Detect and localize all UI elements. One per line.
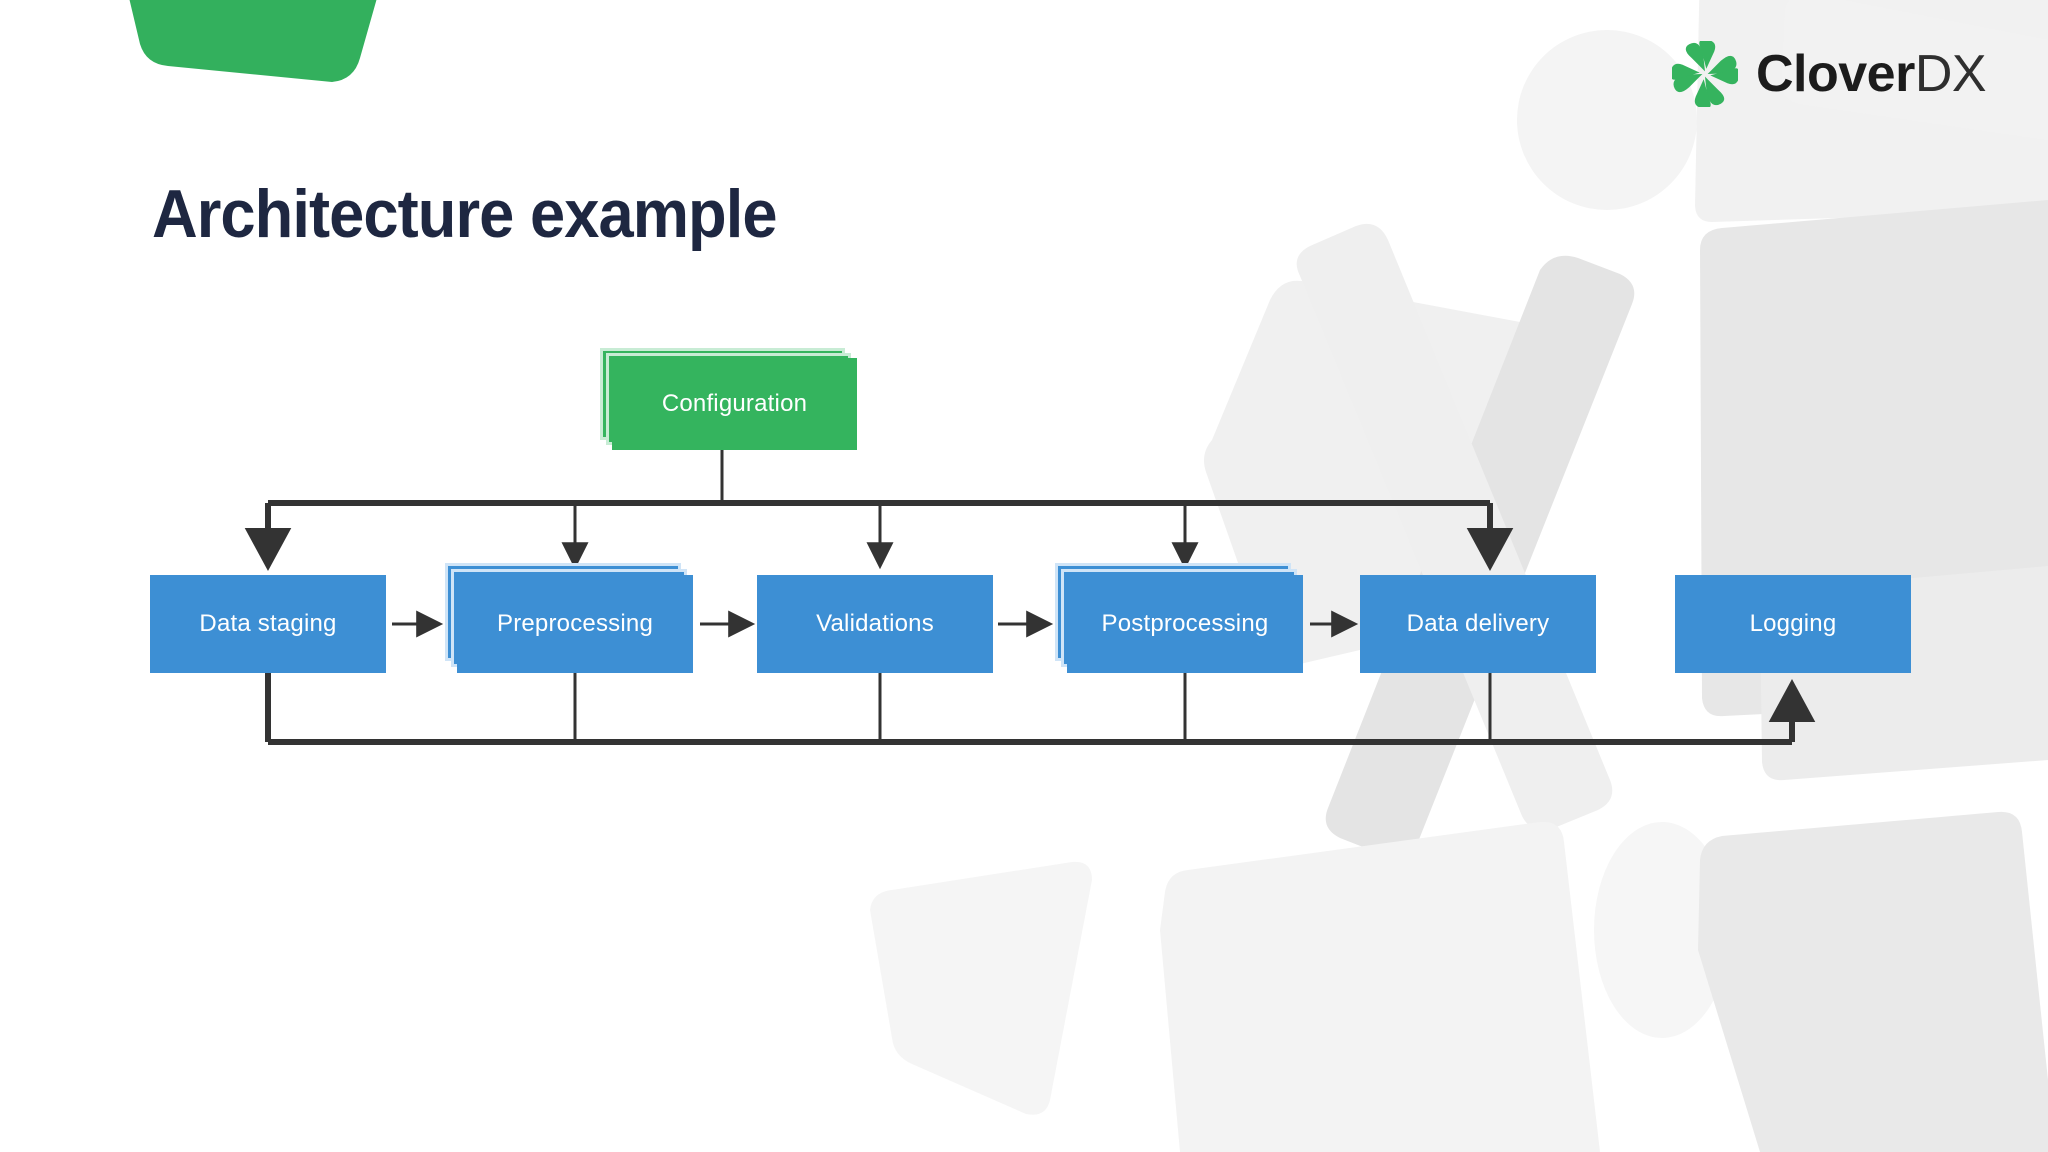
logo-text-dx: DX [1914, 45, 1987, 103]
node-label-validations: Validations [816, 610, 934, 637]
node-postprocessing[interactable]: Postprocessing [1067, 575, 1303, 673]
node-label-data-staging: Data staging [199, 610, 337, 637]
node-validations[interactable]: Validations [757, 575, 993, 673]
node-label-preprocessing: Preprocessing [496, 610, 653, 637]
node-label-postprocessing: Postprocessing [1101, 610, 1269, 637]
node-data-delivery[interactable]: Data delivery [1360, 575, 1596, 673]
node-label-data-delivery: Data delivery [1406, 610, 1550, 637]
connector-log-bus [265, 673, 1816, 745]
node-logging[interactable]: Logging [1675, 575, 1911, 673]
node-data-staging[interactable]: Data staging [150, 575, 386, 673]
node-label-configuration: Configuration [661, 390, 808, 417]
logo-wordmark: CloverDX [1756, 45, 1987, 103]
node-configuration[interactable]: Configuration [612, 358, 857, 450]
node-label-logging: Logging [1749, 610, 1837, 637]
cloverdx-logo[interactable]: CloverDX [1672, 36, 2002, 112]
node-preprocessing[interactable]: Preprocessing [457, 575, 693, 673]
logo-text-clover: Clover [1756, 45, 1915, 103]
clover-icon [1672, 41, 1738, 107]
page-title: Architecture example [152, 176, 778, 252]
